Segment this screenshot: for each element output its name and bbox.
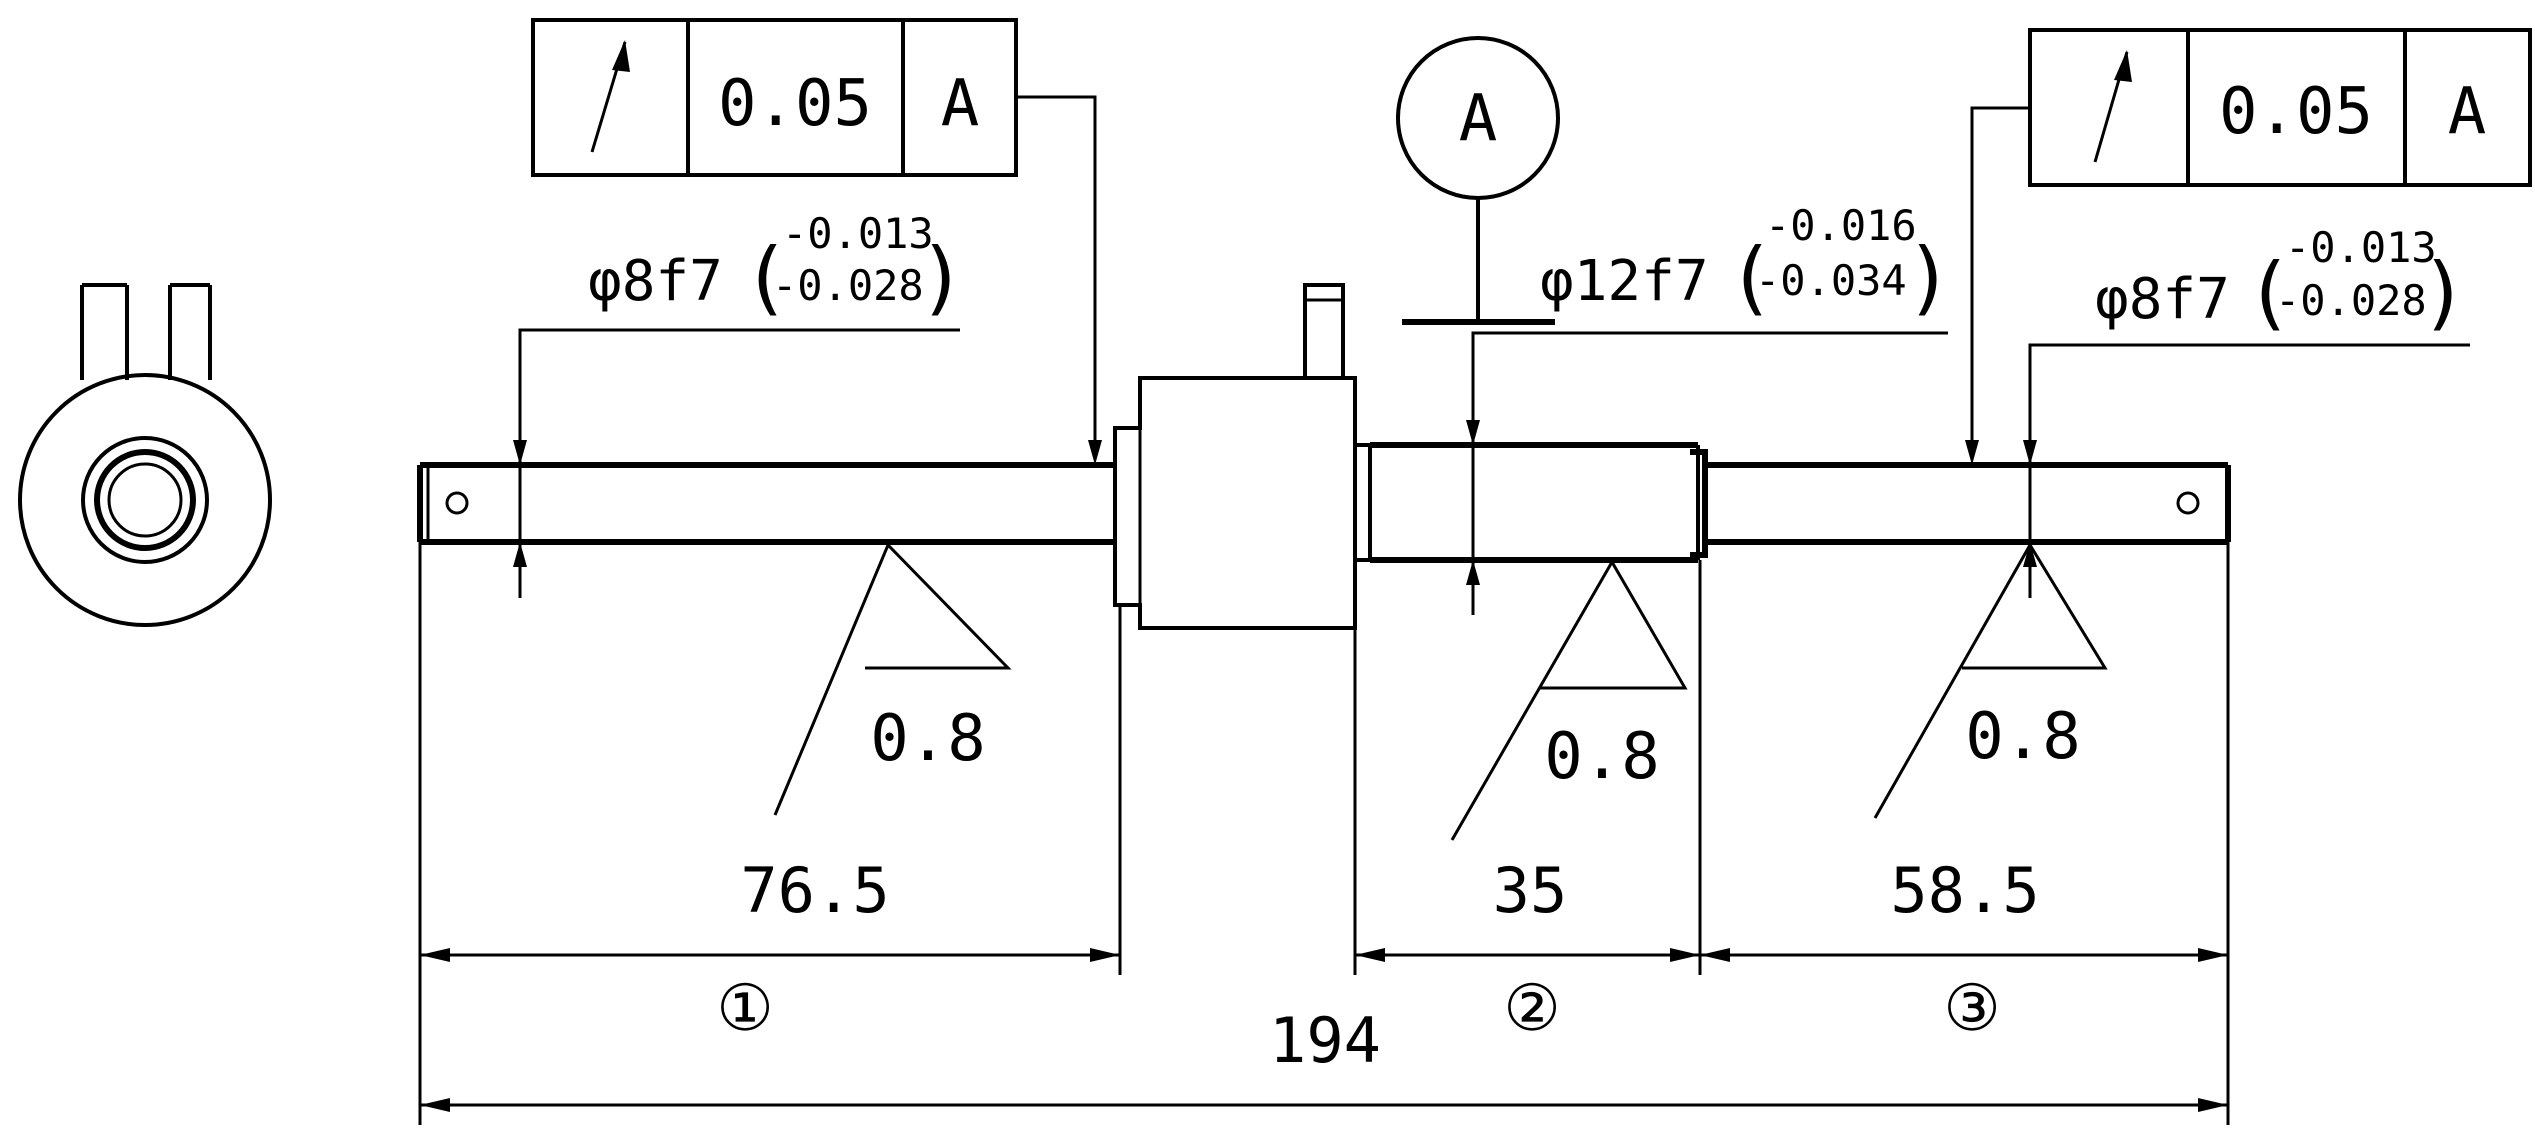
dimension-segment-1: 76.5 [740,854,889,927]
datum-letter: A [1459,82,1498,156]
upper-tol-middle: -0.016 [1765,201,1917,250]
diameter-size-left: 8f7 [622,249,723,314]
svg-text:φ8f7: φ8f7 [588,249,723,314]
svg-text:φ8f7: φ8f7 [2095,267,2230,332]
roughness-symbol-right: 0.8 [1873,542,2108,819]
svg-text:(: ( [2245,246,2293,339]
upper-tol-left: -0.013 [782,209,934,258]
roughness-symbol-middle: 0.8 [1450,559,1688,841]
diameter-size-middle: 12f7 [1574,249,1709,314]
tolerance-frame-right: 0.05 A [1965,28,2532,465]
svg-text:): ) [2420,246,2468,339]
datum-ref-right: A [2448,75,2487,149]
shaft-body [417,283,2231,630]
segment-marker-2: ② [1503,972,1560,1046]
diameter-callout-right: φ8f7 ( -0.013 -0.028 ) [2023,223,2470,598]
tolerance-value-right: 0.05 [2219,75,2373,149]
segment-marker-3: ③ [1943,972,2000,1046]
svg-text:(: ( [1727,231,1775,324]
diameter-symbol: φ [1540,249,1574,314]
right-pin-hole [2176,491,2200,515]
dimension-segment-3: 58.5 [1890,854,2039,927]
roughness-value-left: 0.8 [870,702,986,776]
runout-arrow-icon [590,40,630,153]
left-pin-hole [445,491,469,515]
datum-marker: A [1396,36,1560,325]
end-view [18,283,272,627]
roughness-symbol-left: 0.8 [773,542,1012,816]
segment-marker-1: ① [716,972,773,1046]
diameter-callout-middle: φ12f7 ( -0.016 -0.034 ) [1466,201,1953,615]
diameter-symbol: φ [2095,267,2129,332]
svg-text:): ) [918,231,966,324]
svg-text:(: ( [742,231,790,324]
svg-text:): ) [1905,231,1953,324]
dimension-lines [418,542,2230,1125]
lower-tol-right: -0.028 [2275,276,2427,325]
upper-tol-right: -0.013 [2285,223,2437,272]
runout-arrow-icon [2093,50,2132,163]
datum-ref-left: A [941,67,980,141]
diameter-size-right: 8f7 [2129,267,2230,332]
tolerance-frame-left: 0.05 A [531,18,1102,465]
roughness-value-right: 0.8 [1965,700,2081,774]
tolerance-value-left: 0.05 [718,67,872,141]
roughness-value-middle: 0.8 [1544,720,1660,794]
diameter-callout-left: φ8f7 ( -0.013 -0.028 ) [513,209,966,598]
lower-tol-middle: -0.034 [1755,256,1907,305]
diameter-symbol: φ [588,249,622,314]
svg-text:φ12f7: φ12f7 [1540,249,1709,314]
lower-tol-left: -0.028 [772,261,924,310]
dimension-overall: 194 [1269,1004,1381,1077]
dimension-segment-2: 35 [1493,854,1568,927]
